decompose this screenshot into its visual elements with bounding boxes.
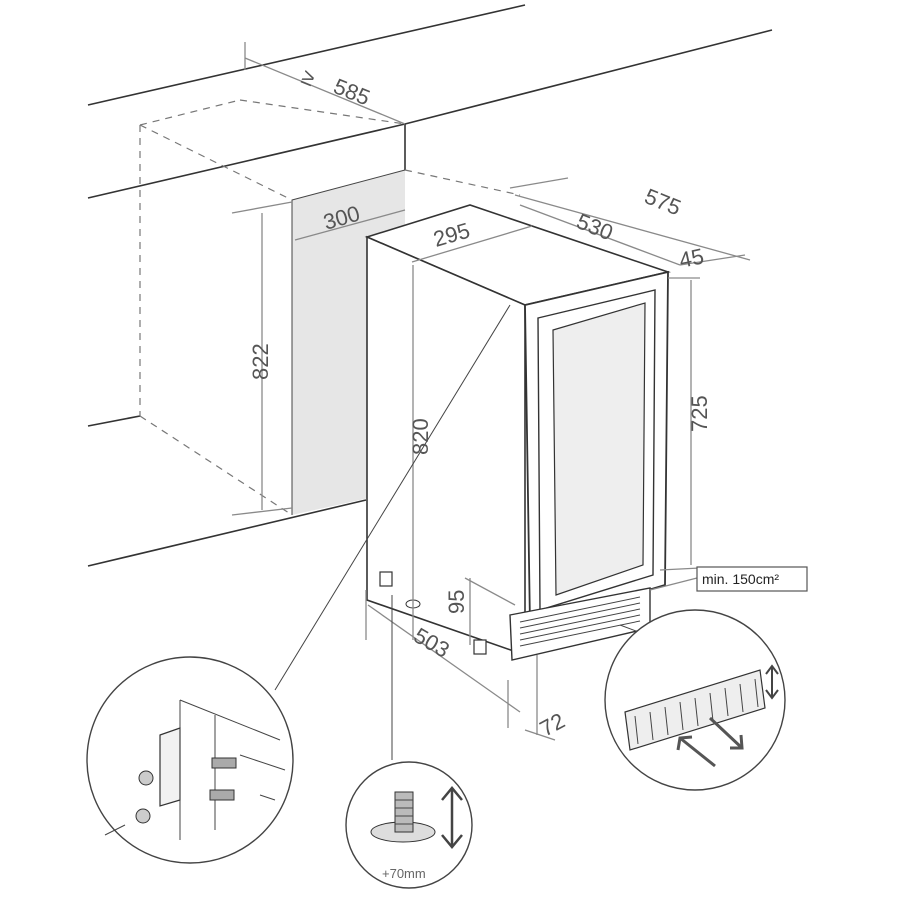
- dim-unit-height: 820: [408, 418, 433, 455]
- dim-unit-depth: 530: [573, 208, 616, 245]
- dim-overall-depth: 575: [641, 183, 684, 220]
- wine-cooler: [364, 204, 671, 661]
- dim-front-height: 725: [687, 395, 712, 432]
- ventilation-text: min. 150cm²: [702, 571, 779, 587]
- arrow-icon: [104, 794, 276, 836]
- dim-niche-depth: 585: [330, 73, 373, 110]
- double-arrow-icon: [441, 786, 463, 849]
- hinge-detail: [86, 656, 294, 864]
- grille-detail: [604, 609, 786, 791]
- ventilation-label: min. 150cm²: [696, 566, 808, 592]
- ventilation-grille-icon: [624, 669, 766, 751]
- dim-door-depth: 45: [677, 243, 706, 273]
- foot-detail: +70mm: [345, 761, 473, 889]
- dim-niche-height: 822: [248, 343, 273, 380]
- screw-icon: [135, 757, 237, 824]
- dimension-labels: ≥ 585 300 822 295 575 530 45 820 725 95 …: [248, 63, 712, 741]
- foot-adjust-text: +70mm: [382, 866, 426, 881]
- dim-door-projection: 72: [536, 708, 569, 742]
- airflow-arrows-icon: [676, 664, 779, 768]
- hinge-icon: [159, 699, 286, 840]
- adjustable-foot-icon: [370, 791, 436, 843]
- dimension-lines: [231, 42, 751, 760]
- dim-plinth-height: 95: [444, 590, 469, 614]
